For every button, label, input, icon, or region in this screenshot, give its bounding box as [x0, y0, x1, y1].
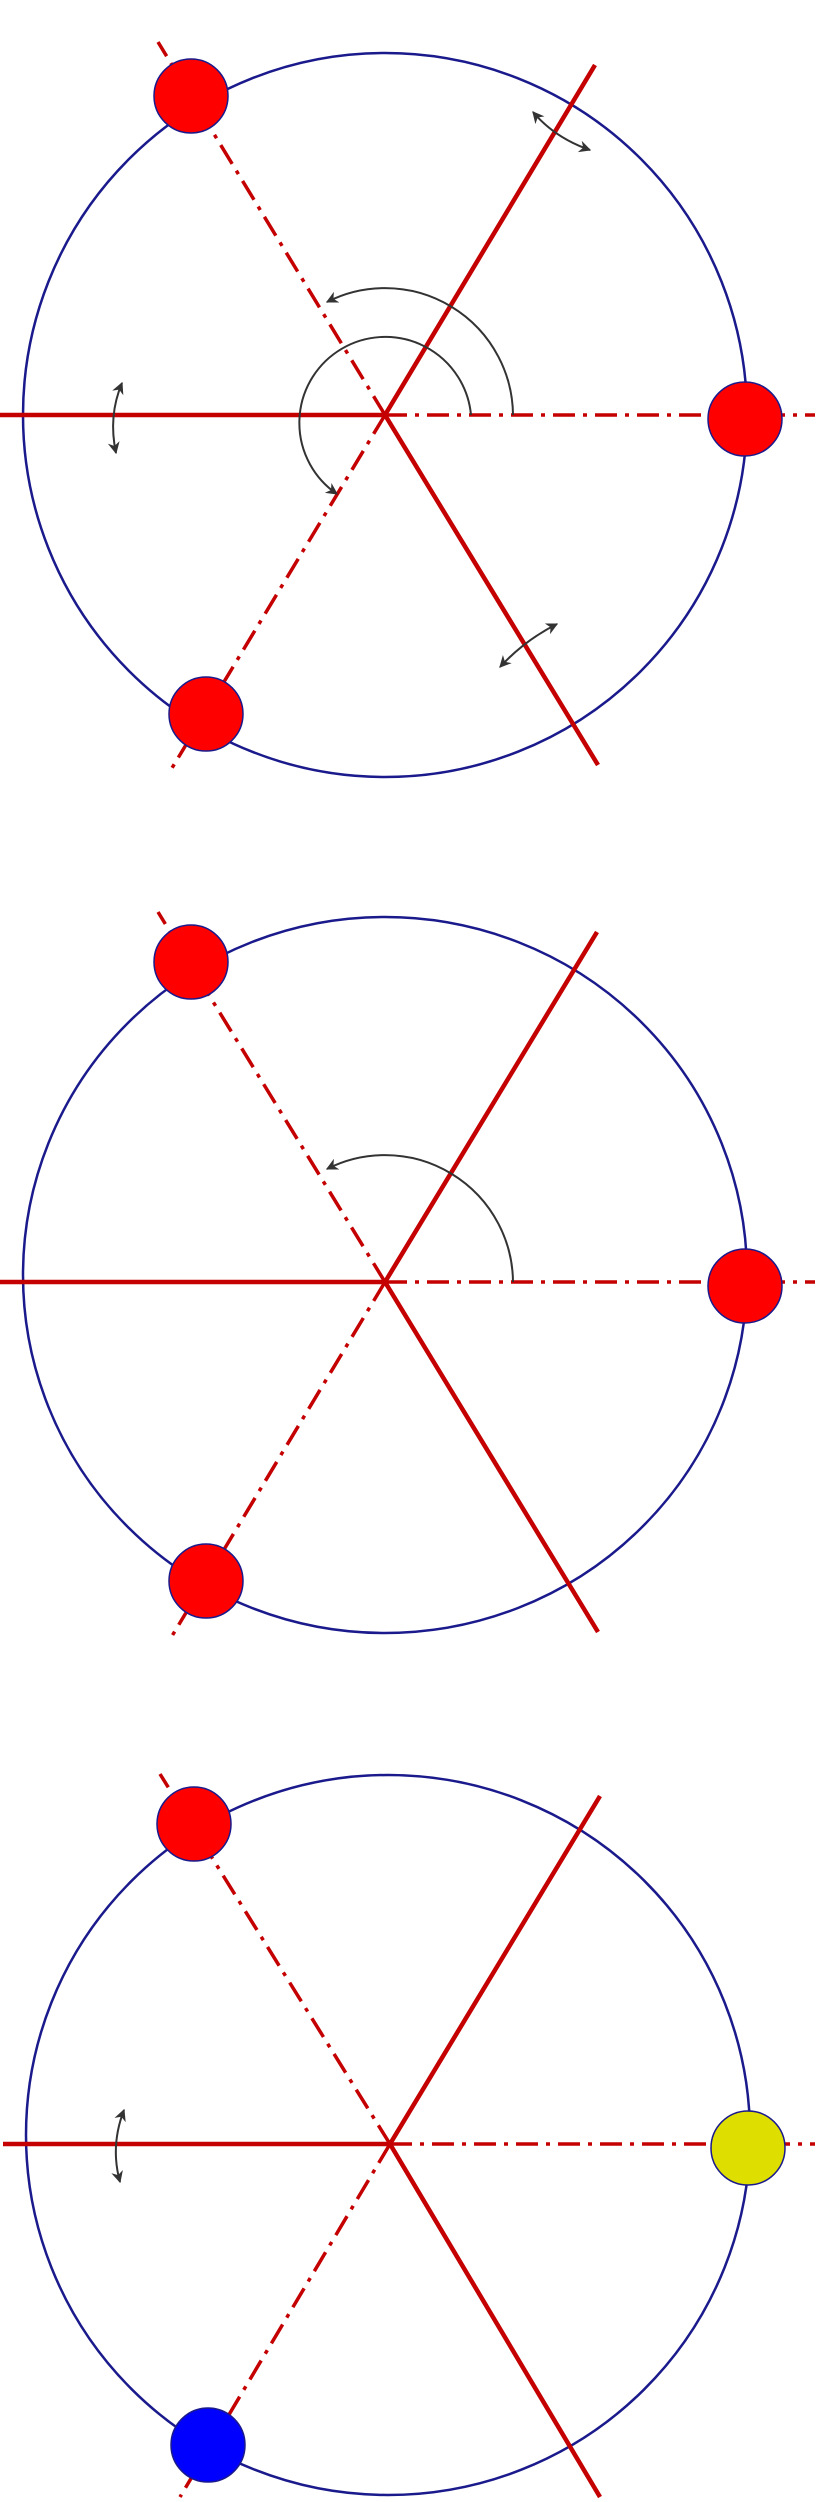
panel-top-reflection-arrow-upper: [532, 111, 592, 153]
panel-bottom-dot-right: [710, 2110, 786, 2186]
panel-top-dot-lower-left: [168, 676, 244, 752]
panel-top-rotation-arrow-small: [298, 335, 472, 495]
panel-top-dot-upper-left: [153, 58, 229, 134]
panel-top-dot-right: [707, 381, 783, 457]
panel-bottom-dot-lower-left: [170, 2407, 246, 2483]
panel-top-rotation-arrow-large: [325, 287, 514, 416]
panel-top-reflection-arrow-left: [107, 381, 124, 455]
panel-bottom-axis-upper-right: [388, 1794, 602, 2146]
panel-middle-axis-upper-right: [383, 930, 599, 1284]
panel-middle-axis-lower-right: [383, 1280, 600, 1634]
panel-middle-dot-right: [707, 1248, 783, 1324]
panel-top-axis-upper-right: [383, 63, 597, 417]
panel-bottom-reflection-arrow-left: [111, 2108, 126, 2184]
panel-middle-axis-upper-left-dashed: [156, 911, 387, 1283]
panel-bottom: [3, 1773, 815, 2499]
panel-top-axis-lower-right: [383, 413, 600, 767]
panel-bottom-axis-lower-right: [388, 2142, 602, 2499]
panel-top-axis-upper-left-dashed: [156, 41, 387, 416]
panel-top-reflection-arrow-lower: [499, 623, 559, 668]
panel-middle-circle: [21, 915, 749, 1635]
panel-middle-dot-lower-left: [168, 1543, 244, 1619]
panel-bottom-circle: [24, 1773, 752, 2497]
panel-bottom-axis-upper-left-dashed: [158, 1773, 392, 2145]
panel-middle-rotation-arrow: [325, 1154, 514, 1283]
panel-middle: [0, 911, 815, 1637]
panel-middle-dot-upper-left: [153, 924, 229, 1000]
panel-bottom-dot-upper-left: [156, 1786, 232, 1862]
panel-top: [0, 41, 815, 779]
